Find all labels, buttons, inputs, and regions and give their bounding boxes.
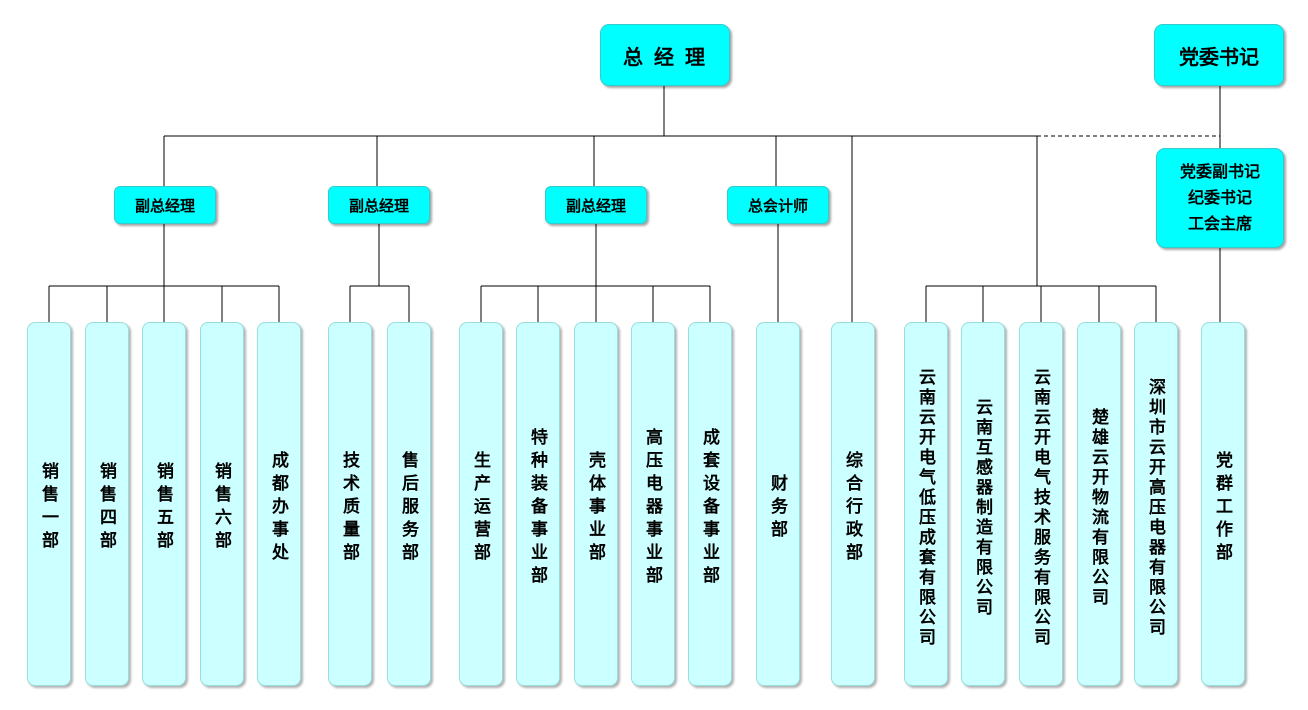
chief-accountant-label: 总会计师 [747,196,808,215]
department-label: 综合行政部 [842,450,862,566]
department-column: 销售一部 [27,322,71,686]
subsidiary-label: 深圳市云开高压电器有限公司 [1145,378,1165,638]
general-manager-box: 总 经 理 [600,24,730,86]
party-secretary-box: 党委书记 [1154,24,1284,86]
department-label: 售后服务部 [398,450,418,566]
subsidiary-label: 云南云开电气低压成套有限公司 [915,368,935,648]
chief-accountant-box: 总会计师 [727,186,829,224]
party-deputy-line-1: 党委副书记 [1179,162,1260,181]
department-label: 特种装备事业部 [527,427,547,589]
subsidiary-column: 楚雄云开物流有限公司 [1077,322,1121,686]
department-column: 特种装备事业部 [516,322,560,686]
department-label: 技术质量部 [339,450,359,566]
department-label: 壳体事业部 [585,450,605,566]
department-label: 成都办事处 [268,450,288,566]
department-column: 财务部 [756,322,800,686]
party-deputy-line-3: 工会主席 [1187,214,1252,233]
department-column: 销售五部 [142,322,186,686]
department-label: 销售四部 [96,462,116,554]
general-manager-label: 总 经 理 [623,44,707,69]
vice-manager-box-2: 副总经理 [328,186,430,224]
vice-manager-box-1: 副总经理 [114,186,216,224]
department-label: 党群工作部 [1212,450,1232,566]
party-deputy-line-2: 纪委书记 [1187,188,1252,207]
subsidiary-label: 云南互感器制造有限公司 [972,398,992,618]
department-column: 售后服务部 [387,322,431,686]
department-label: 高压电器事业部 [642,427,662,589]
department-label: 销售一部 [38,462,58,554]
vice-manager-label: 副总经理 [565,196,626,215]
department-column: 党群工作部 [1201,322,1245,686]
department-column: 高压电器事业部 [631,322,675,686]
department-column: 技术质量部 [328,322,372,686]
department-label: 成套设备事业部 [699,427,719,589]
subsidiary-label: 云南云开电气技术服务有限公司 [1030,368,1050,648]
vice-manager-label: 副总经理 [348,196,409,215]
department-label: 销售五部 [153,462,173,554]
department-label: 财务部 [767,473,787,543]
subsidiary-column: 云南云开电气低压成套有限公司 [904,322,948,686]
vice-manager-label: 副总经理 [134,196,195,215]
department-column: 生产运营部 [459,322,503,686]
department-column: 销售六部 [200,322,244,686]
department-label: 销售六部 [211,462,231,554]
subsidiary-column: 云南云开电气技术服务有限公司 [1019,322,1063,686]
department-column: 壳体事业部 [574,322,618,686]
department-label: 生产运营部 [470,450,490,566]
subsidiary-column: 云南互感器制造有限公司 [961,322,1005,686]
department-column: 销售四部 [85,322,129,686]
party-secretary-label: 党委书记 [1179,44,1259,69]
vice-manager-box-3: 副总经理 [545,186,647,224]
department-column: 成套设备事业部 [688,322,732,686]
party-deputy-box: 党委副书记 纪委书记 工会主席 [1156,148,1284,248]
department-column: 成都办事处 [257,322,301,686]
department-column: 综合行政部 [831,322,875,686]
subsidiary-column: 深圳市云开高压电器有限公司 [1134,322,1178,686]
subsidiary-label: 楚雄云开物流有限公司 [1088,408,1108,608]
